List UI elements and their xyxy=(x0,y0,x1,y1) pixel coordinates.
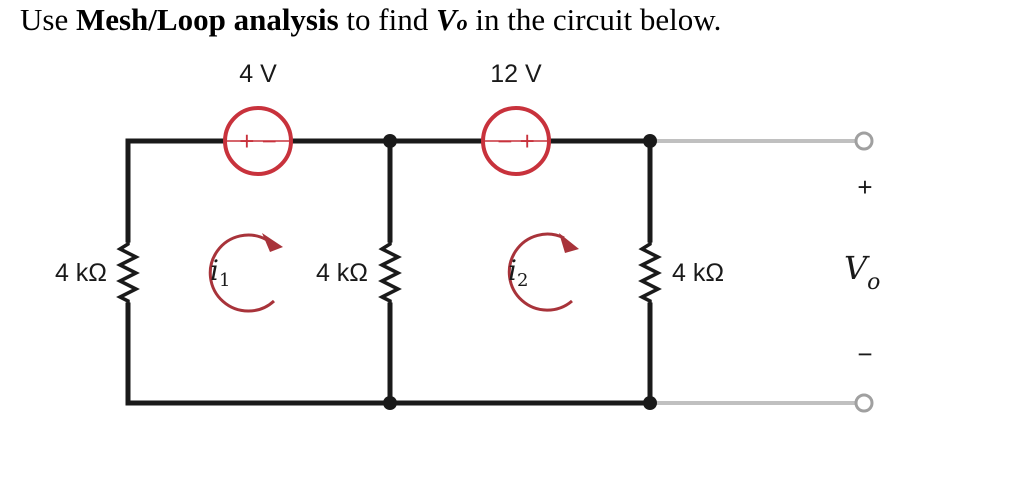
mesh-1-label: i1 xyxy=(210,254,230,291)
output-terminal-top xyxy=(854,131,874,151)
node-top-center xyxy=(383,134,397,148)
question-middle: to find xyxy=(338,2,436,37)
node-top-right xyxy=(643,134,657,148)
resistor-left-label: 4 kΩ xyxy=(55,259,107,287)
question-target-main: V xyxy=(435,2,457,37)
mesh-1-arc xyxy=(208,233,276,313)
node-bottom-center xyxy=(383,396,397,410)
mesh-2-arrowhead xyxy=(559,233,579,253)
mesh-2-arc xyxy=(507,232,573,312)
question-target-sub: o xyxy=(456,10,468,35)
resistor-right-label: 4 kΩ xyxy=(672,259,724,287)
main-wires xyxy=(125,138,653,406)
junction-nodes xyxy=(383,134,657,410)
mesh-current-2: i2 xyxy=(507,232,579,312)
source-12v-label: 12 V xyxy=(490,60,542,88)
question-suffix: in the circuit below. xyxy=(467,2,722,37)
source-4v-label: 4 V xyxy=(239,60,277,88)
resistor-center-label: 4 kΩ xyxy=(316,259,368,287)
source-12v-polarity: − + xyxy=(497,126,535,156)
source-4v-polarity: + − xyxy=(239,126,277,156)
output-plus-sign: + xyxy=(857,172,872,202)
resistors xyxy=(116,240,662,305)
mesh-1-arrowhead xyxy=(262,233,283,252)
node-bottom-right xyxy=(643,396,657,410)
question-prefix: Use xyxy=(20,2,76,37)
mesh-current-1: i1 xyxy=(208,233,283,313)
question-text: Use Mesh/Loop analysis to find Vo in the… xyxy=(20,0,721,43)
mesh-2-label: i2 xyxy=(508,254,528,291)
resistor-left-symbol xyxy=(116,240,140,305)
output-wires xyxy=(650,131,874,413)
question-method: Mesh/Loop analysis xyxy=(75,2,339,37)
output-voltage-label: Vo xyxy=(844,249,880,295)
resistor-center-symbol xyxy=(378,240,402,305)
output-minus-sign: − xyxy=(857,339,872,369)
output-terminal-bottom xyxy=(854,393,874,413)
voltage-source-4v: + − 4 V xyxy=(223,60,293,176)
voltage-source-12v: − + 12 V xyxy=(481,60,551,176)
resistor-right-symbol xyxy=(638,240,662,305)
